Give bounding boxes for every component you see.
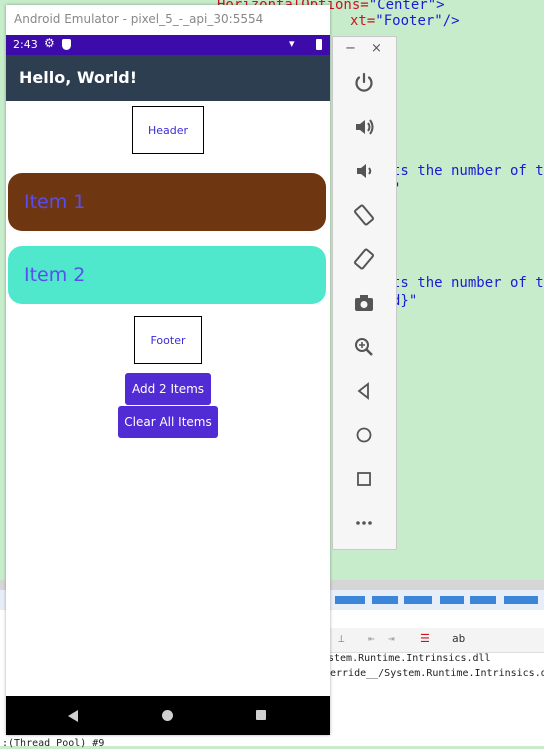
code-line: d}"	[392, 293, 418, 309]
volume-down-icon[interactable]	[349, 156, 379, 186]
wifi-icon: ▾	[289, 37, 295, 50]
android-status-bar: 2:43 ⚙ ▾	[6, 35, 330, 55]
more-icon[interactable]	[349, 508, 379, 538]
nav-overview-icon[interactable]	[256, 710, 266, 720]
code-line: ts the number of t	[392, 275, 544, 291]
add-items-button[interactable]: Add 2 Items	[125, 373, 211, 405]
filter-icon[interactable]: ⊥	[338, 632, 345, 645]
footer-label: Footer	[134, 316, 202, 364]
emulator-title: Android Emulator - pixel_5_-_api_30:5554	[14, 12, 264, 26]
item-label: Item 2	[24, 264, 86, 286]
output-line: stem.Runtime.Intrinsics.dll	[328, 653, 491, 664]
nav-home-icon[interactable]	[162, 710, 173, 721]
emulator-window: Android Emulator - pixel_5_-_api_30:5554…	[6, 5, 330, 735]
android-nav-bar	[6, 696, 330, 735]
emulator-title-bar[interactable]: Android Emulator - pixel_5_-_api_30:5554	[6, 5, 330, 35]
clear-items-button[interactable]: Clear All Items	[118, 406, 218, 438]
list-item[interactable]: Item 1	[8, 173, 326, 231]
app-title: Hello, World!	[19, 68, 138, 87]
home-icon[interactable]	[349, 420, 379, 450]
zoom-icon[interactable]	[349, 332, 379, 362]
volume-up-icon[interactable]	[349, 112, 379, 142]
rotate-left-icon[interactable]	[349, 200, 379, 230]
code-line: xt="Footer"/>	[350, 13, 460, 29]
ide-output-toolbar: ⊥ ⇤ ⇥ ☰ ab	[330, 628, 544, 653]
minimize-icon[interactable]: −	[345, 41, 356, 56]
battery-icon	[316, 39, 322, 50]
header-label: Header	[132, 106, 204, 154]
power-icon[interactable]	[349, 68, 379, 98]
output-line: :(Thread Pool) #9	[2, 738, 105, 749]
ide-left-edge	[0, 0, 6, 746]
list-item[interactable]: Item 2	[8, 246, 326, 304]
shield-icon	[62, 39, 71, 50]
app-content: Header Item 1 Item 2 Footer Add 2 Items …	[6, 101, 330, 696]
output-line: erride__/System.Runtime.Intrinsics.d	[330, 668, 544, 679]
close-icon[interactable]: ×	[371, 41, 382, 56]
word-wrap-icon[interactable]: ab	[452, 632, 466, 645]
app-bar: Hello, World!	[6, 55, 330, 101]
rotate-right-icon[interactable]	[349, 244, 379, 274]
code-line: ts the number of t	[392, 163, 544, 179]
clear-all-icon[interactable]: ☰	[420, 632, 430, 645]
back-icon[interactable]	[349, 376, 379, 406]
nav-back-icon[interactable]	[68, 710, 78, 722]
overview-icon[interactable]	[349, 464, 379, 494]
emulator-side-toolbar: − ×	[332, 36, 397, 550]
prev-message-icon[interactable]: ⇤	[368, 632, 375, 645]
camera-icon[interactable]	[349, 288, 379, 318]
status-time: 2:43	[13, 38, 38, 51]
next-message-icon[interactable]: ⇥	[388, 632, 395, 645]
settings-gear-icon: ⚙	[44, 36, 55, 50]
item-label: Item 1	[24, 191, 86, 213]
